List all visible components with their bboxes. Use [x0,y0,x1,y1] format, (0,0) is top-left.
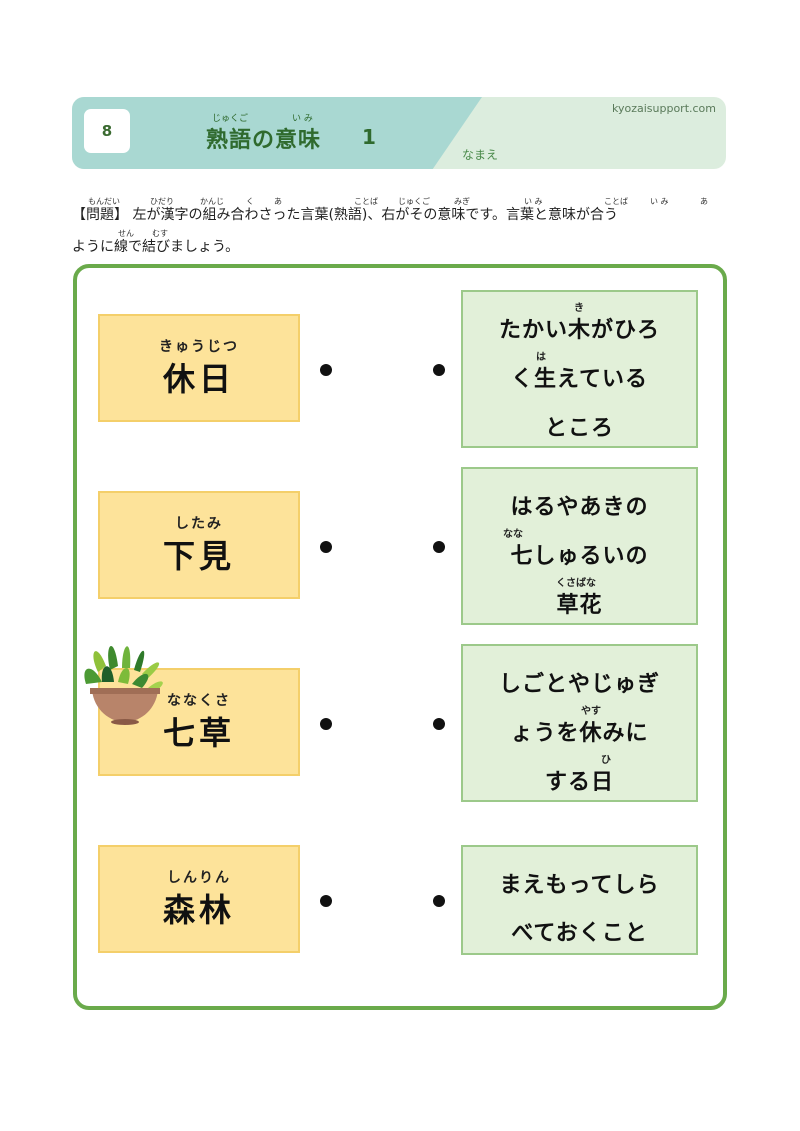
right-line: しごとやじゅぎ [498,672,660,697]
right-line: く生えている [511,367,648,392]
right-ruby: き [574,303,584,314]
ruby-a2: あ [700,197,708,206]
herb-bowl-icon [84,645,163,725]
worksheet-number: 8 [84,109,130,153]
ruby-migi: みぎ [454,197,470,206]
left-card-shinrin: しんりん 森林 [98,845,300,953]
instruction-line-1: 【問題】 左が漢字の組み合わさった言葉(熟語)、右がその意味です。言葉と意味が合… [72,207,618,223]
ruby-kotoba2: ことば [604,197,628,206]
title-ruby-jukugo: じゅくご [212,114,249,124]
left-ruby: したみ [175,516,223,532]
right-line: 草花 [556,593,603,618]
worksheet-header: 8 じゅくご い み 熟語の意味 1 kyozaisupport.com なまえ [72,97,726,169]
ruby-ku: く [246,197,254,206]
left-ruby: しんりん [167,870,231,886]
right-line: ところ [544,416,614,441]
left-dot-3[interactable] [320,718,332,730]
right-line: まえもってしら [499,873,660,898]
right-dot-1[interactable] [433,364,445,376]
right-dot-4[interactable] [433,895,445,907]
ruby-musu: むす [152,229,168,238]
ruby-kanji: かんじ [200,197,224,206]
left-word: 休日 [162,360,235,398]
left-word: 七草 [162,714,235,752]
ruby-mondai: もんだい [88,197,120,206]
right-line: はるやあきの [510,495,649,520]
right-line: 七しゅるいの [510,544,649,569]
ruby-jukugo: じゅくご [398,197,430,206]
left-word: 森林 [162,891,235,929]
site-url: kyozaisupport.com [611,102,716,115]
left-dot-1[interactable] [320,364,332,376]
right-dot-2[interactable] [433,541,445,553]
title-ruby-imi: い み [292,114,313,124]
right-card-holiday: しごとやじゅぎ やす ょうを休みに ひ する日 [461,644,698,802]
right-ruby: くさばな [556,578,596,589]
ruby-hidari: ひだり [150,197,174,206]
left-word: 下見 [162,537,235,575]
right-card-seven-herbs: はるやあきの なな 七しゅるいの くさばな 草花 [461,467,698,625]
left-card-shitami: したみ 下見 [98,491,300,599]
left-ruby: ななくさ [167,693,231,709]
right-card-forest: き たかい木がひろ は く生えている ところ [461,290,698,448]
left-card-kyujitsu: きゅうじつ 休日 [98,314,300,422]
right-line: する日 [544,770,614,795]
title-number: 1 [362,125,376,149]
right-line: べておくこと [511,921,648,946]
right-dot-3[interactable] [433,718,445,730]
right-line: たかい木がひろ [498,318,660,343]
right-ruby: やす [581,706,601,717]
ruby-imi1: い み [524,197,543,206]
page-title: 熟語の意味 [206,128,322,153]
right-line: ょうを休みに [510,721,649,746]
header-band [72,97,482,169]
name-label: なまえ [462,148,499,162]
right-ruby: は [536,352,546,363]
right-ruby: ひ [601,755,611,766]
ruby-a1: あ [274,197,282,206]
left-ruby: きゅうじつ [159,339,239,355]
ruby-imi2: い み [650,197,669,206]
right-card-preview: まえもってしら べておくこと [461,845,698,955]
ruby-sen: せん [118,229,134,238]
ruby-kotoba1: ことば [354,197,378,206]
left-dot-2[interactable] [320,541,332,553]
left-dot-4[interactable] [320,895,332,907]
instruction-line-2: ように線で結びましょう。 [72,239,240,255]
right-ruby: なな [503,529,523,540]
